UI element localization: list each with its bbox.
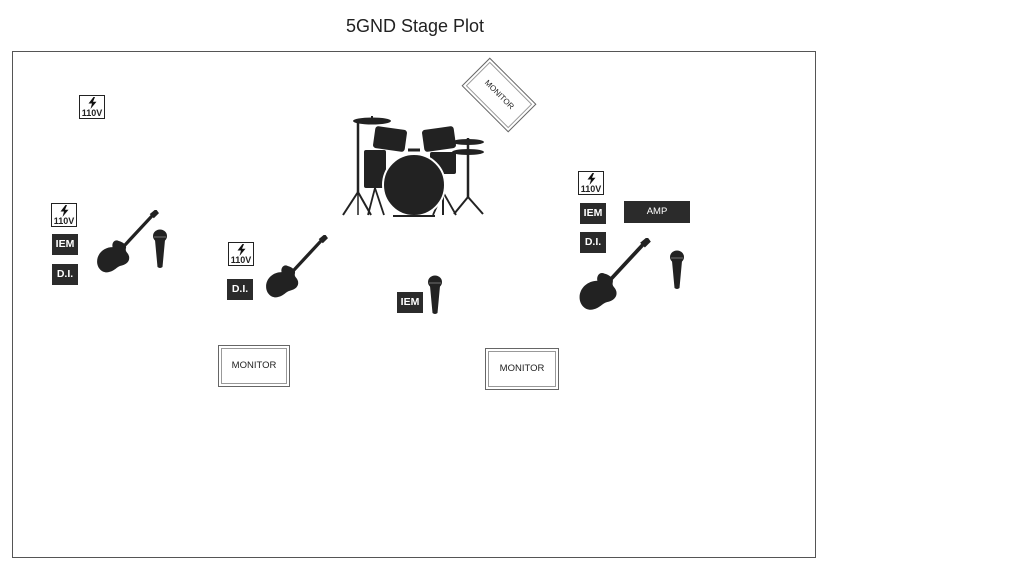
- amp-box: AMP: [624, 201, 690, 223]
- microphone-icon: [152, 229, 168, 269]
- power-outlet-left: 110V: [51, 203, 77, 227]
- power-outlet-center-left: 110V: [228, 242, 254, 266]
- power-outlet-right: 110V: [578, 171, 604, 195]
- power-label: 110V: [230, 255, 252, 265]
- iem-tag-right: IEM: [580, 203, 606, 224]
- di-tag-center-left: D.I.: [227, 279, 253, 300]
- iem-tag-left: IEM: [52, 234, 78, 255]
- di-tag-left: D.I.: [52, 264, 78, 285]
- di-tag-right: D.I.: [580, 232, 606, 253]
- guitar-icon: [263, 235, 329, 301]
- power-label: 110V: [53, 216, 75, 226]
- drum-kit-icon: [342, 116, 484, 217]
- guitar-icon: [94, 210, 160, 276]
- stage-area: [12, 51, 816, 558]
- power-label: 110V: [580, 184, 602, 194]
- guitar-icon: [576, 238, 652, 314]
- power-outlet-left-top: 110V: [79, 95, 105, 119]
- microphone-icon: [427, 275, 443, 315]
- iem-tag-center: IEM: [397, 292, 423, 313]
- monitor-wedge-right: MONITOR: [485, 348, 559, 390]
- microphone-icon: [669, 250, 685, 290]
- monitor-wedge-left: MONITOR: [218, 345, 290, 387]
- page-title: 5GND Stage Plot: [345, 16, 485, 36]
- power-label: 110V: [81, 108, 103, 118]
